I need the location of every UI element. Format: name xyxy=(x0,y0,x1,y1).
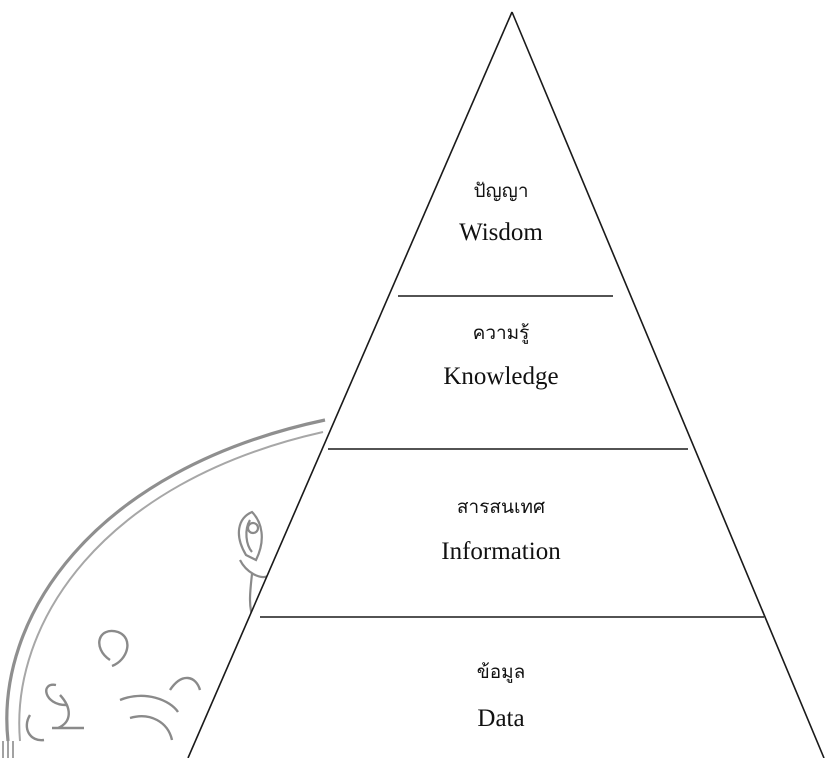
level-knowledge-thai: ความรู้ xyxy=(473,322,530,344)
level-knowledge: ความรู้ Knowledge xyxy=(443,322,558,390)
seal-emblem xyxy=(237,510,269,621)
level-information-english: Information xyxy=(441,538,561,565)
level-knowledge-english: Knowledge xyxy=(443,363,558,390)
level-information: สารสนเทศ Information xyxy=(441,496,561,565)
level-wisdom: ปัญญา Wisdom xyxy=(459,180,543,246)
pyramid-body xyxy=(188,12,824,758)
seal-outer-ring xyxy=(5,418,326,742)
level-data-english: Data xyxy=(477,705,524,732)
level-information-thai: สารสนเทศ xyxy=(457,496,545,518)
seal-left-bars xyxy=(2,741,14,758)
level-wisdom-english: Wisdom xyxy=(459,219,543,246)
level-data: ข้อมูล Data xyxy=(477,661,526,732)
level-wisdom-thai: ปัญญา xyxy=(473,180,528,202)
pyramid-right-edge xyxy=(511,11,825,758)
pyramid-left-edge xyxy=(187,11,513,758)
seal-script-marks xyxy=(25,629,202,742)
seal-inner-ring xyxy=(18,431,324,742)
level-data-thai: ข้อมูล xyxy=(477,661,526,683)
watermark-seal xyxy=(2,418,326,758)
